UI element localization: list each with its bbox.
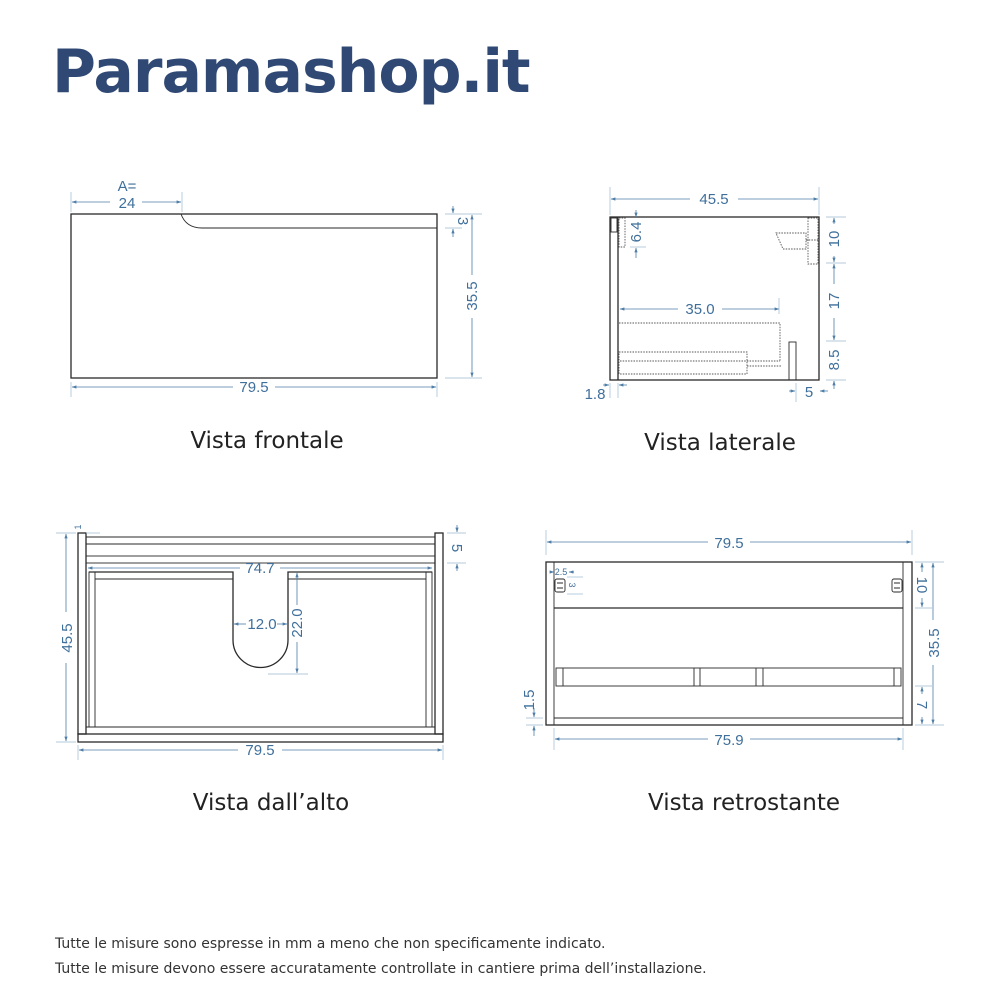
back-dim-top-band: 10: [913, 577, 930, 594]
front-view-drawing: A= 24 3 35.5 79.5: [70, 178, 482, 397]
top-dim-depth: 45.5: [59, 623, 76, 652]
side-dim-middle: 17: [826, 293, 843, 310]
top-view-drawing: 1 5 74.7 12.0 22.0 45.5 79.5: [56, 524, 466, 760]
side-dim-bottom: 8.5: [826, 350, 843, 371]
top-dim-rail: 5: [448, 544, 465, 552]
top-dim-width: 79.5: [245, 742, 274, 759]
view-title-back: Vista retrostante: [647, 790, 841, 816]
top-dim-cutout-depth: 22.0: [289, 608, 306, 637]
back-dim-width: 79.5: [714, 535, 743, 552]
top-dim-inner-width: 74.7: [245, 560, 274, 577]
top-dim-back-thickness: 1: [73, 524, 83, 529]
side-dim-top: 10: [826, 231, 843, 248]
side-dim-panel: 1.8: [585, 386, 606, 403]
back-view-drawing: 2.5 3 79.5 10 35.5 7 1.5: [521, 530, 944, 750]
brand-logo: Paramashop.it: [52, 37, 531, 107]
back-dim-bottom: 1.5: [521, 690, 538, 711]
view-title-top: Vista dall’alto: [192, 790, 350, 816]
front-dim-top-gap: 3: [454, 217, 471, 225]
back-dim-hook-y: 3: [567, 582, 577, 587]
wall-hook-right-icon: [891, 578, 903, 593]
top-dim-cutout-width: 12.0: [247, 616, 276, 633]
back-dim-height: 35.5: [926, 628, 943, 657]
view-title-side: Vista laterale: [644, 430, 796, 456]
back-dim-plinth: 7: [913, 701, 930, 709]
wall-hook-left-icon: [554, 578, 566, 593]
front-dim-a-label: A=: [118, 178, 137, 195]
side-view-drawing: 45.5 6.4 35.0 10 17 8.5 1.8 5: [585, 187, 846, 403]
side-dim-hook: 6.4: [628, 222, 645, 243]
measurement-notes: Tutte le misure sono espresse in mm a me…: [55, 932, 707, 982]
side-dim-back: 5: [805, 384, 813, 401]
back-dim-hook-x: 2.5: [555, 567, 568, 577]
view-title-front: Vista frontale: [190, 428, 344, 454]
front-dim-width: 79.5: [239, 379, 268, 396]
front-dim-height: 35.5: [464, 281, 481, 310]
note-verification: Tutte le misure devono essere accuratame…: [55, 961, 707, 977]
side-dim-depth: 45.5: [699, 191, 728, 208]
front-dim-a: 24: [119, 195, 136, 212]
back-dim-inner-width: 75.9: [714, 732, 743, 749]
note-units: Tutte le misure sono espresse in mm a me…: [55, 936, 606, 952]
side-dim-drawer-depth: 35.0: [685, 301, 714, 318]
